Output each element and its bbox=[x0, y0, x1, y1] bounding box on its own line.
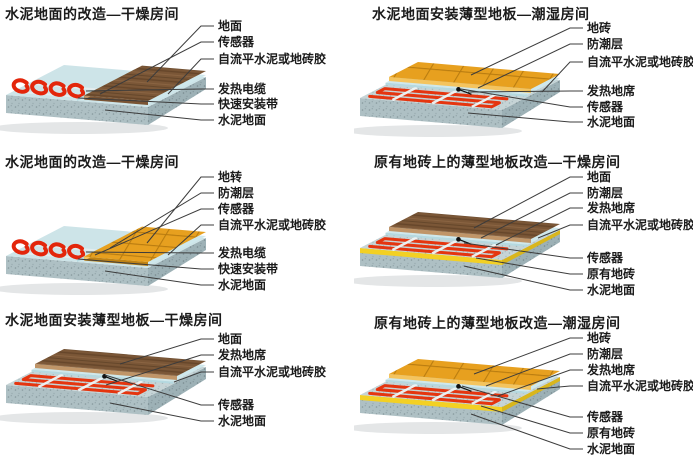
layer-label: 自流平水泥或地砖胶 bbox=[587, 218, 693, 232]
layer-label: 水泥地面 bbox=[587, 442, 636, 456]
panel-title: 水泥地面的改造—干燥房间 bbox=[5, 154, 179, 170]
layer-label: 自流平水泥或地砖胶 bbox=[218, 218, 327, 232]
layer-label: 自流平水泥或地砖胶 bbox=[218, 365, 327, 379]
panel-thin-floor-on-existing-tile-dry: 原有地砖上的薄型地板改造—干燥房间 地面防潮层发热地席自流平水泥或地砖胶传感器原… bbox=[346, 148, 693, 300]
layer-label: 快速安装带 bbox=[218, 97, 279, 111]
panel-thin-floor-on-existing-tile-humid: 原有地砖上的薄型地板改造—潮湿房间 地砖防潮层发热地席自流平水泥或地砖胶传感器原… bbox=[346, 300, 693, 460]
layer-label: 发热地席 bbox=[587, 84, 636, 98]
layer-label: 水泥地面 bbox=[218, 278, 267, 292]
layer-label: 防潮层 bbox=[587, 37, 624, 51]
layer-label: 发热地席 bbox=[587, 363, 636, 377]
layer-label: 防潮层 bbox=[587, 186, 624, 200]
layer-label: 地面 bbox=[218, 332, 243, 346]
layer-label: 地砖 bbox=[587, 331, 612, 345]
layer-label: 地转 bbox=[218, 170, 243, 184]
layer-label: 原有地砖 bbox=[587, 426, 636, 440]
layer-label: 防潮层 bbox=[218, 186, 255, 200]
panel-thin-floor-on-cement-dry: 水泥地面安装薄型地板—干燥房间 地面发热地席自流平水泥或地砖胶传感器水泥地面 bbox=[0, 300, 346, 460]
layer-label: 快速安装带 bbox=[218, 262, 279, 276]
layer-label: 自流平水泥或地砖胶 bbox=[587, 55, 693, 69]
floor-layers-illustration bbox=[354, 359, 560, 434]
layer-label: 水泥地面 bbox=[587, 283, 636, 297]
layer-label: 水泥地面 bbox=[587, 115, 636, 129]
layer-label: 地面 bbox=[587, 170, 612, 184]
layer-label: 传感器 bbox=[587, 100, 624, 114]
layer-label: 传感器 bbox=[587, 251, 624, 265]
floor-layers-illustration bbox=[354, 62, 560, 137]
layer-label: 原有地砖 bbox=[587, 267, 636, 281]
layer-label: 自流平水泥或地砖胶 bbox=[587, 379, 693, 393]
floor-layers-illustration bbox=[0, 226, 206, 295]
layer-label: 发热地席 bbox=[218, 348, 267, 362]
floor-layers-illustration bbox=[354, 212, 560, 287]
layer-label: 地面 bbox=[218, 19, 243, 33]
panel-title: 原有地砖上的薄型地板改造—潮湿房间 bbox=[374, 315, 621, 331]
layer-label: 防潮层 bbox=[587, 347, 624, 361]
layer-label: 发热电缆 bbox=[218, 82, 267, 96]
layer-label: 传感器 bbox=[218, 398, 255, 412]
panel-cement-renovation-dry-2: 水泥地面的改造—干燥房间 地转防潮层传感器自流平水泥或地砖胶发热电缆快速安装带水… bbox=[0, 148, 346, 300]
layer-label: 传感器 bbox=[587, 410, 624, 424]
layer-label: 水泥地面 bbox=[218, 113, 267, 127]
layer-label: 水泥地面 bbox=[218, 414, 267, 428]
layer-label: 发热地席 bbox=[587, 201, 636, 215]
layer-label: 地砖 bbox=[587, 21, 612, 35]
panel-cement-renovation-dry: 水泥地面的改造—干燥房间 地面传感器自流平水泥或地砖胶发热电缆快速安装带水泥地面 bbox=[0, 0, 346, 148]
panel-title: 水泥地面安装薄型地板—潮湿房间 bbox=[372, 6, 590, 22]
panel-title: 水泥地面的改造—干燥房间 bbox=[5, 6, 179, 22]
panel-title: 原有地砖上的薄型地板改造—干燥房间 bbox=[374, 154, 621, 170]
floor-layers-illustration bbox=[0, 349, 206, 424]
layer-label: 自流平水泥或地砖胶 bbox=[218, 52, 327, 66]
layer-label: 发热电缆 bbox=[218, 246, 267, 260]
layer-label: 传感器 bbox=[218, 35, 255, 49]
floor-layers-illustration bbox=[0, 65, 206, 134]
layer-label: 传感器 bbox=[218, 202, 255, 216]
panel-title: 水泥地面安装薄型地板—干燥房间 bbox=[5, 312, 223, 328]
panel-thin-floor-on-cement-humid: 水泥地面安装薄型地板—潮湿房间 地砖防潮层自流平水泥或地砖胶发热地席传感器水泥地… bbox=[346, 0, 693, 148]
